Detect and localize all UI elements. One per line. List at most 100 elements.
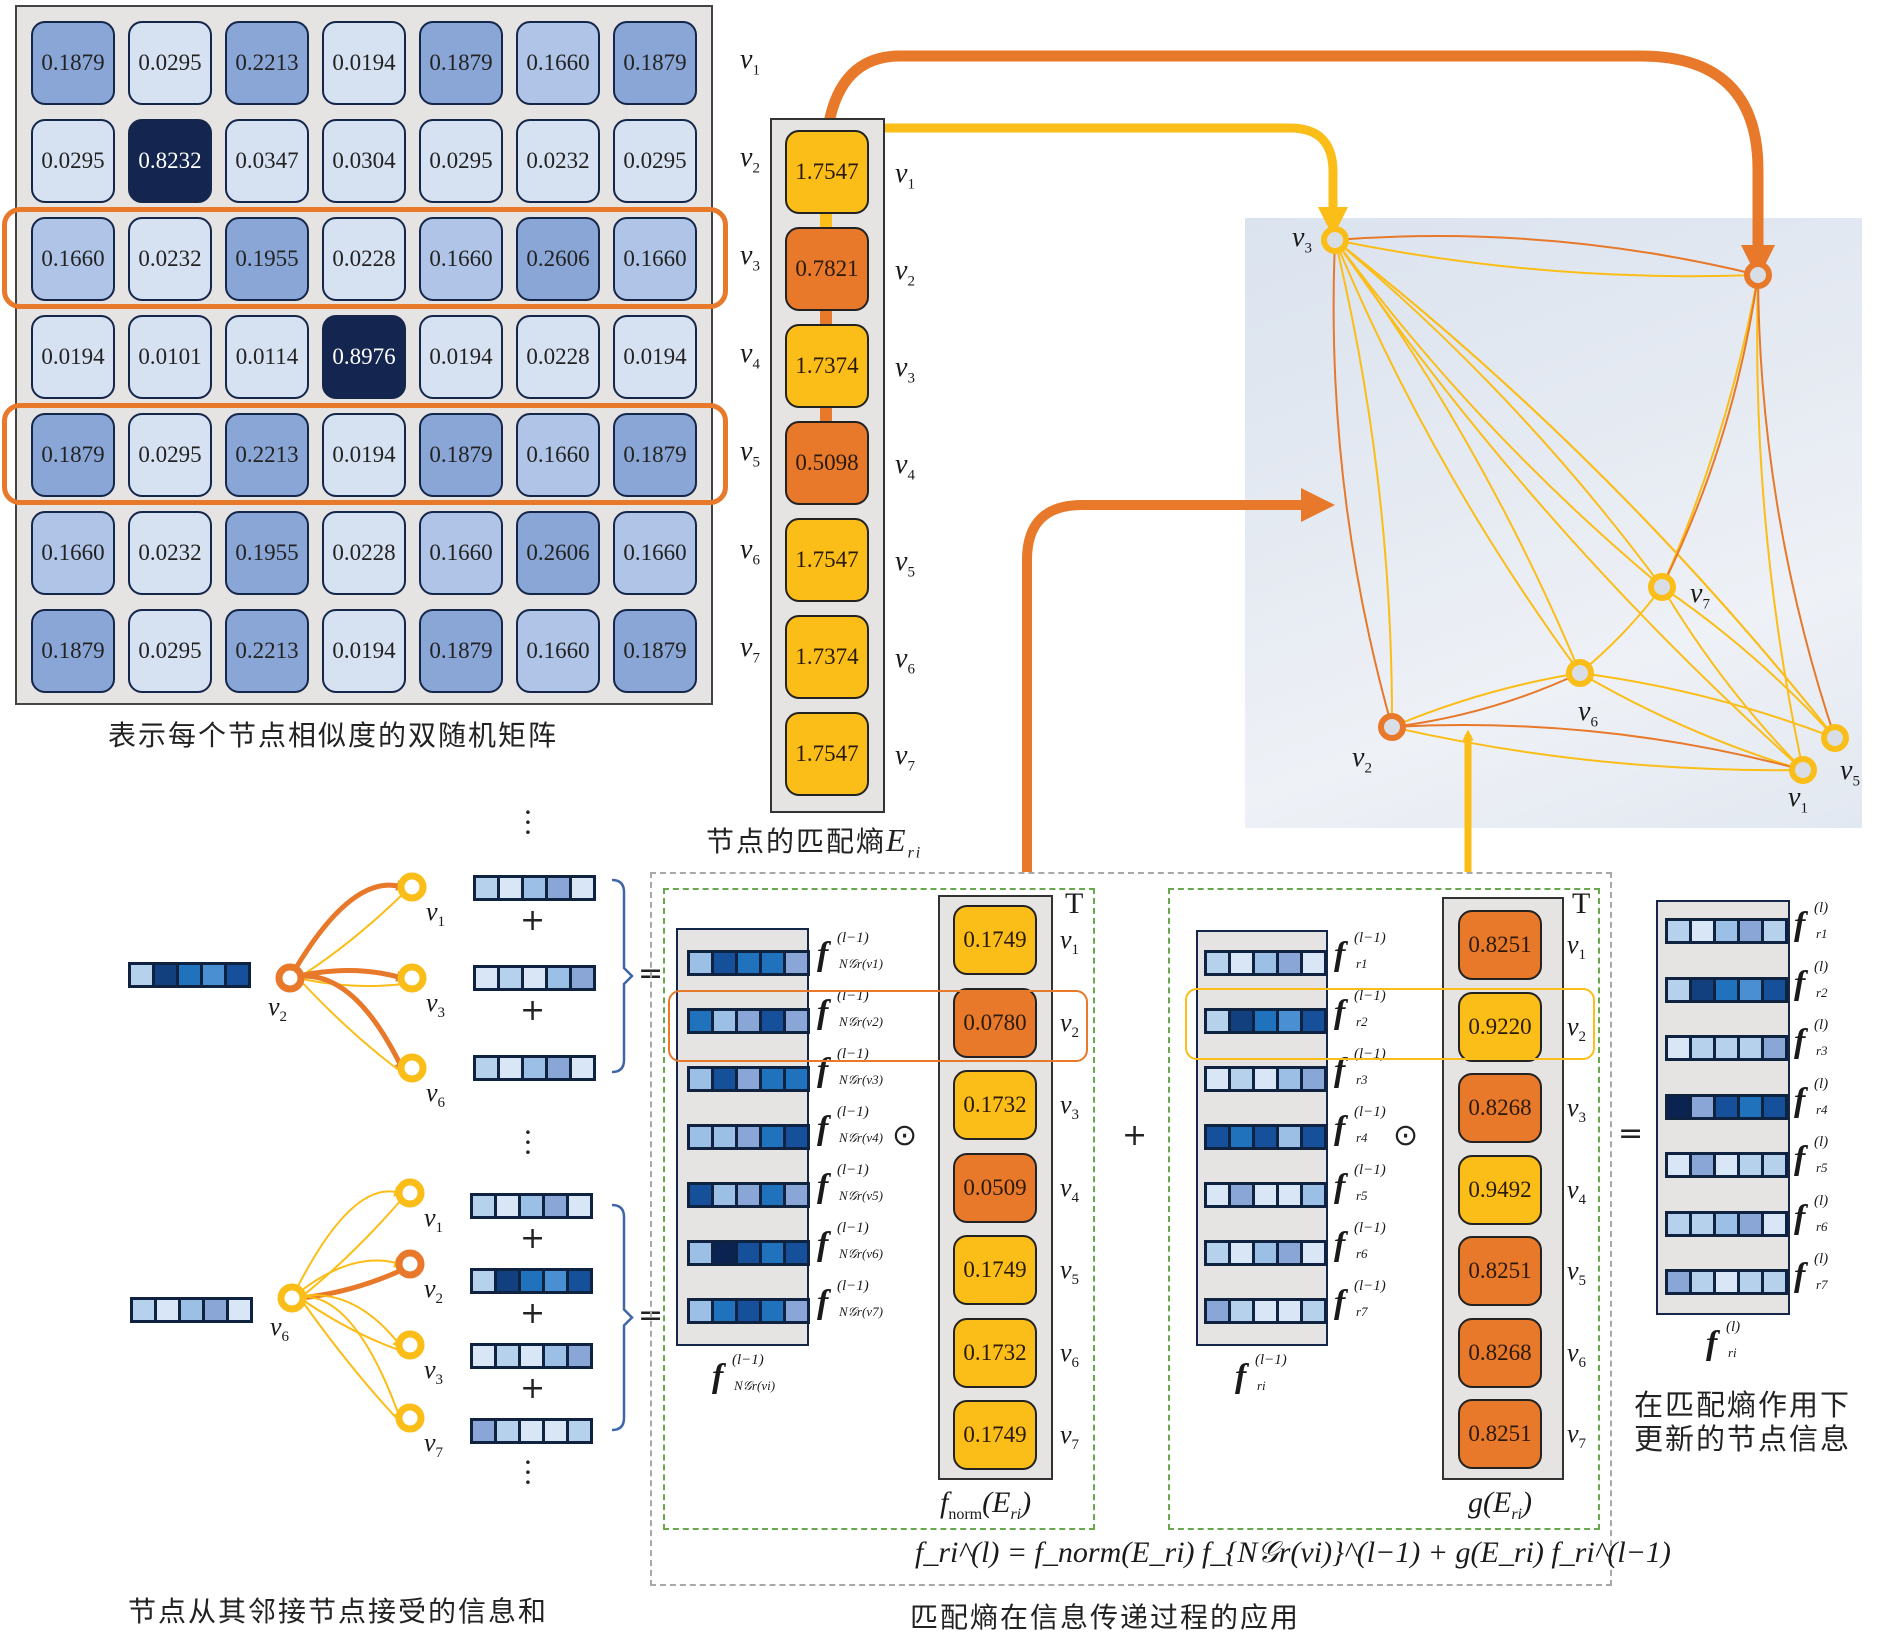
aggregation-center-node bbox=[277, 1283, 307, 1313]
feature-cell bbox=[1668, 1038, 1689, 1058]
matrix-cell: 0.2213 bbox=[225, 609, 309, 693]
entropy-cell: 1.7547 bbox=[785, 712, 869, 796]
feature-symbol: f bbox=[1334, 1226, 1346, 1263]
f-norm-cell: 0.1732 bbox=[953, 1317, 1037, 1388]
feature-cell bbox=[1668, 1155, 1689, 1175]
self-feature-vector bbox=[1204, 1008, 1327, 1034]
feature-subscript: r2 bbox=[1356, 1014, 1368, 1029]
feature-symbol: f bbox=[817, 994, 829, 1031]
g-cell: 0.8268 bbox=[1458, 1317, 1542, 1388]
feature-cell bbox=[227, 965, 248, 985]
feature-cell bbox=[714, 1243, 735, 1263]
feature-cell bbox=[1231, 1243, 1252, 1263]
feature-symbol: f bbox=[817, 1052, 829, 1089]
feature-superscript: (l) bbox=[1814, 900, 1829, 916]
matrix-cell: 0.1955 bbox=[225, 217, 309, 301]
updated-feature-vector bbox=[1665, 1152, 1788, 1178]
f-norm-row-label: v4 bbox=[1060, 1172, 1080, 1206]
updated-feature-label: f(l)r7 bbox=[1794, 1251, 1828, 1295]
aggregation-edge-in bbox=[295, 1294, 403, 1352]
self-feature-label: f(l−1)r4 bbox=[1334, 1104, 1386, 1148]
feature-cell bbox=[473, 1271, 494, 1291]
feature-symbol: f bbox=[1794, 906, 1806, 943]
feature-cell bbox=[1692, 1213, 1713, 1234]
graph-edge bbox=[1661, 586, 1807, 774]
feature-symbol: f bbox=[817, 1168, 829, 1205]
feature-cell bbox=[1255, 1185, 1276, 1205]
f-norm-row-label: v7 bbox=[1060, 1420, 1080, 1454]
feature-cell bbox=[1764, 921, 1785, 941]
feature-subscript: r4 bbox=[1816, 1101, 1828, 1117]
feature-subscript: r6 bbox=[1816, 1218, 1828, 1234]
feature-cell bbox=[497, 1421, 518, 1441]
g-cell: 0.8251 bbox=[1458, 910, 1542, 980]
feature-subscript: r7 bbox=[1356, 1304, 1368, 1319]
matrix-cell: 0.1879 bbox=[31, 609, 115, 693]
g-cell: 0.9220 bbox=[1458, 991, 1542, 1062]
aggregation-neighbor-node bbox=[397, 872, 427, 902]
feature-cell bbox=[786, 1011, 807, 1031]
neighbor-feature-label: f(l−1)N𝒢r(v2) bbox=[817, 988, 883, 1032]
feature-cell bbox=[690, 1243, 711, 1263]
graph-node-v2 bbox=[1378, 713, 1406, 741]
g-cell: 0.8268 bbox=[1458, 1073, 1542, 1143]
feature-cell bbox=[1740, 1155, 1761, 1175]
graph-edge bbox=[1391, 724, 1809, 774]
graph-edge bbox=[1575, 586, 1663, 677]
highlight-row-v2 bbox=[2, 207, 728, 309]
neighbor-feature-vector bbox=[470, 1193, 593, 1219]
feature-cell bbox=[500, 1058, 521, 1078]
matrix-cell: 0.1660 bbox=[613, 511, 697, 595]
matrix-cell: 0.8976 bbox=[322, 315, 406, 399]
feature-symbol: f bbox=[817, 1284, 829, 1321]
feature-superscript: (l−1) bbox=[1354, 988, 1386, 1004]
feature-cell bbox=[572, 968, 593, 988]
feature-cell bbox=[500, 878, 521, 898]
feature-cell bbox=[497, 1196, 518, 1216]
feature-cell bbox=[1764, 1155, 1785, 1175]
graph-edge bbox=[1661, 269, 1763, 588]
updated-caption-line2: 更新的节点信息 bbox=[1634, 1422, 1852, 1456]
feature-cell bbox=[1279, 1301, 1300, 1321]
aggregation-brace bbox=[611, 1203, 634, 1432]
neighbor-feature-vector bbox=[687, 1182, 810, 1208]
feature-cell bbox=[738, 1011, 759, 1031]
graph-edge bbox=[1659, 274, 1759, 592]
self-term-box bbox=[1168, 888, 1600, 1530]
feature-cell bbox=[521, 1196, 542, 1216]
feature-symbol: f bbox=[1334, 994, 1346, 1031]
feature-symbol: f bbox=[1706, 1325, 1718, 1362]
matrix-cell: 0.1879 bbox=[613, 21, 697, 105]
neighbor-feature-vector bbox=[473, 1055, 596, 1081]
matrix-cell: 0.0295 bbox=[613, 119, 697, 203]
aggregation-edge-out bbox=[287, 880, 408, 980]
neighbor-feature-vector bbox=[473, 965, 596, 991]
feature-cell bbox=[786, 1185, 807, 1205]
hadamard-product-icon: ⊙ bbox=[1393, 1118, 1419, 1153]
transpose-symbol: T bbox=[1572, 887, 1591, 920]
feature-cell bbox=[1716, 1213, 1737, 1234]
feature-cell bbox=[1303, 1185, 1324, 1205]
vertical-ellipsis-icon: ··· bbox=[523, 796, 533, 849]
feature-cell bbox=[521, 1271, 542, 1291]
g-row-label: v6 bbox=[1567, 1337, 1587, 1371]
feature-cell bbox=[1692, 1096, 1713, 1117]
feature-cell bbox=[1692, 979, 1713, 1000]
feature-cell bbox=[786, 1243, 807, 1263]
feature-superscript: (l−1) bbox=[837, 988, 869, 1004]
feature-superscript: (l−1) bbox=[837, 930, 869, 946]
feature-cell bbox=[762, 1185, 783, 1205]
feature-cell bbox=[1740, 921, 1761, 941]
feature-cell bbox=[1716, 979, 1737, 1000]
neighbor-feature-vector bbox=[470, 1268, 593, 1294]
graph-edge bbox=[1579, 672, 1809, 774]
feature-cell bbox=[786, 1069, 807, 1089]
graph-node-label: v6 bbox=[1578, 696, 1598, 731]
feature-cell bbox=[1207, 1069, 1228, 1089]
feature-cell bbox=[473, 1346, 494, 1366]
feature-cell bbox=[762, 1069, 783, 1089]
entropy-link bbox=[820, 505, 832, 518]
feature-cell bbox=[1255, 1069, 1276, 1089]
feature-cell bbox=[1207, 1301, 1228, 1321]
g-row-label: v7 bbox=[1567, 1419, 1587, 1453]
